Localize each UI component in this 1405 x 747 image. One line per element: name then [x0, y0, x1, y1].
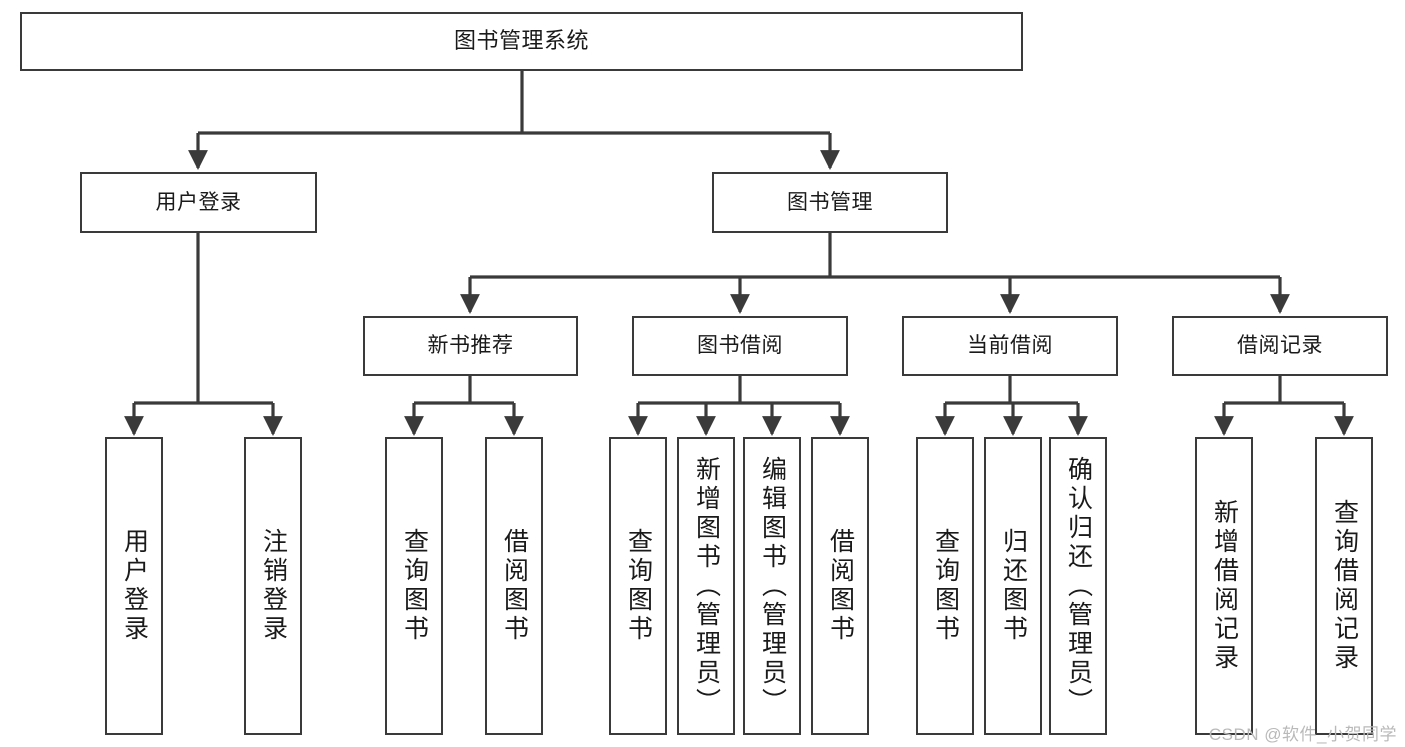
leaf-query-book-borrow[interactable]: 查询图书 [609, 437, 667, 735]
node-label: 新书推荐 [427, 334, 514, 358]
node-label: 借阅图书 [826, 528, 855, 644]
node-label: 借阅记录 [1237, 334, 1323, 358]
node-label: 归还图书 [999, 528, 1028, 644]
leaf-borrow-book[interactable]: 借阅图书 [811, 437, 869, 735]
node-label: 查询图书 [931, 528, 960, 644]
leaf-borrow-book-new-rec[interactable]: 借阅图书 [485, 437, 543, 735]
csdn-watermark: CSDN @软件_小贺同学 [1208, 725, 1397, 744]
node-label: 查询图书 [400, 528, 429, 644]
leaf-confirm-return-admin[interactable]: 确认归还（管理员） [1049, 437, 1107, 735]
leaf-logout-login[interactable]: 注销登录 [244, 437, 302, 735]
leaf-query-book-current[interactable]: 查询图书 [916, 437, 974, 735]
node-book-borrow[interactable]: 图书借阅 [632, 316, 848, 376]
node-label: 用户登录 [120, 528, 149, 644]
node-label: 图书管理系统 [453, 28, 589, 54]
leaf-query-book-new-rec[interactable]: 查询图书 [385, 437, 443, 735]
leaf-edit-book-admin[interactable]: 编辑图书（管理员） [743, 437, 801, 735]
leaf-add-borrow-record[interactable]: 新增借阅记录 [1195, 437, 1253, 735]
node-label: 编辑图书（管理员） [758, 455, 787, 717]
leaf-query-borrow-record[interactable]: 查询借阅记录 [1315, 437, 1373, 735]
node-root-book-management-system[interactable]: 图书管理系统 [20, 12, 1023, 71]
node-book-manage[interactable]: 图书管理 [712, 172, 948, 233]
node-label: 查询图书 [624, 528, 653, 644]
node-current-borrow[interactable]: 当前借阅 [902, 316, 1118, 376]
node-label: 图书借阅 [697, 334, 783, 358]
leaf-add-book-admin[interactable]: 新增图书（管理员） [677, 437, 735, 735]
leaf-user-login[interactable]: 用户登录 [105, 437, 163, 735]
node-new-book-recommend[interactable]: 新书推荐 [363, 316, 578, 376]
node-user-login[interactable]: 用户登录 [80, 172, 317, 233]
node-label: 确认归还（管理员） [1064, 455, 1093, 717]
node-label: 注销登录 [259, 528, 288, 644]
node-label: 用户登录 [155, 190, 242, 214]
leaf-return-book[interactable]: 归还图书 [984, 437, 1042, 735]
node-label: 新增图书（管理员） [692, 455, 721, 717]
node-label: 查询借阅记录 [1330, 499, 1359, 673]
node-label: 图书管理 [787, 190, 873, 214]
node-label: 新增借阅记录 [1210, 499, 1239, 673]
node-label: 当前借阅 [967, 334, 1053, 358]
node-label: 借阅图书 [500, 528, 529, 644]
node-borrow-record[interactable]: 借阅记录 [1172, 316, 1388, 376]
